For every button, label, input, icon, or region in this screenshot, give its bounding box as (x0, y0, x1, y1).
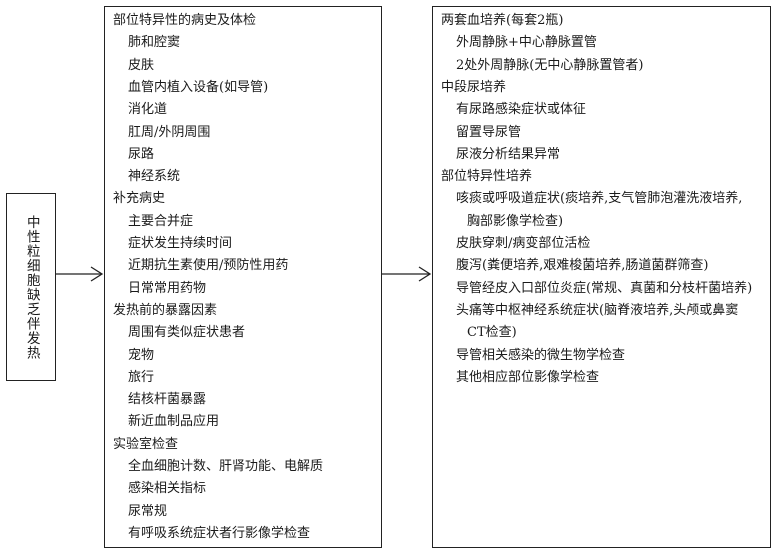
list-item: 外周静脉+中心静脉置管 (456, 35, 597, 51)
list-item: 神经系统 (128, 169, 181, 185)
list-item: 导管相关感染的微生物学检查 (456, 347, 626, 363)
list-item: 有呼吸系统症状者行影像学检查 (128, 525, 311, 541)
neutropenic-fever-box: 中性粒细胞缺乏伴发热 (6, 193, 56, 381)
list-item: 肛周/外阴周围 (128, 124, 211, 140)
neutropenic-fever-label: 中性粒细胞缺乏伴发热 (23, 214, 40, 360)
list-item: 结核杆菌暴露 (128, 392, 207, 408)
list-item: 尿路 (128, 146, 155, 162)
section-heading: 两套血培养(每套2瓶) (441, 13, 564, 28)
list-item: 日常常用药物 (128, 280, 207, 296)
section-heading: 补充病史 (113, 191, 166, 207)
list-item: 主要合并症 (128, 213, 194, 229)
section-heading: 发热前的暴露因素 (113, 302, 218, 318)
list-item: 尿常规 (128, 503, 168, 519)
arrow-middle-to-right (382, 266, 432, 282)
list-item: 皮肤穿刺/病变部位活检 (456, 236, 591, 251)
cultures-box: 两套血培养(每套2瓶) 外周静脉+中心静脉置管 2处外周静脉(无中心静脉置管者) 中段… (432, 6, 771, 548)
list-item: 周围有类似症状患者 (128, 325, 246, 341)
list-item: 近期抗生素使用/预防性用药 (128, 258, 289, 274)
list-item: 尿液分析结果异常 (456, 146, 561, 162)
list-item: 腹泻(粪便培养,艰难梭菌培养,肠道菌群筛查) (456, 258, 709, 274)
section-heading: 实验室检查 (113, 436, 179, 452)
list-item: 血管内植入设备(如导管) (128, 79, 269, 95)
list-item: 导管经皮入口部位炎症(常规、真菌和分枝杆菌培养) (456, 280, 753, 296)
list-item: 胸部影像学检查) (467, 213, 564, 229)
arrow-left-to-middle (56, 266, 104, 282)
section-heading: 中段尿培养 (441, 79, 507, 95)
list-item: CT检查) (467, 325, 517, 341)
list-item: 宠物 (128, 347, 155, 363)
list-item: 肺和腔窦 (128, 35, 181, 51)
list-item: 全血细胞计数、肝肾功能、电解质 (128, 459, 324, 474)
list-item: 咳痰或呼吸道症状(痰培养,支气管肺泡灌洗液培养, (456, 191, 743, 207)
list-item: 留置导尿管 (456, 124, 522, 140)
history-and-exam-box: 部位特异性的病史及体检肺和腔窦皮肤血管内植入设备(如导管) 消化道肛周/外阴周围尿… (104, 6, 382, 548)
list-item: 新近血制品应用 (128, 414, 220, 430)
list-item: 感染相关指标 (128, 481, 207, 497)
list-item: 有尿路感染症状或体征 (456, 102, 587, 118)
list-item: 症状发生持续时间 (128, 236, 233, 251)
list-item: 皮肤 (128, 57, 155, 73)
section-heading: 部位特异性培养 (441, 169, 533, 185)
list-item: 2处外周静脉(无中心静脉置管者) (456, 57, 644, 73)
list-item: 旅行 (128, 369, 155, 385)
section-heading: 部位特异性的病史及体检 (113, 13, 257, 28)
list-item: 消化道 (128, 102, 168, 118)
list-item: 头痛等中枢神经系统症状(脑脊液培养,头颅或鼻窦 (456, 302, 739, 318)
list-item: 其他相应部位影像学检查 (456, 369, 600, 385)
